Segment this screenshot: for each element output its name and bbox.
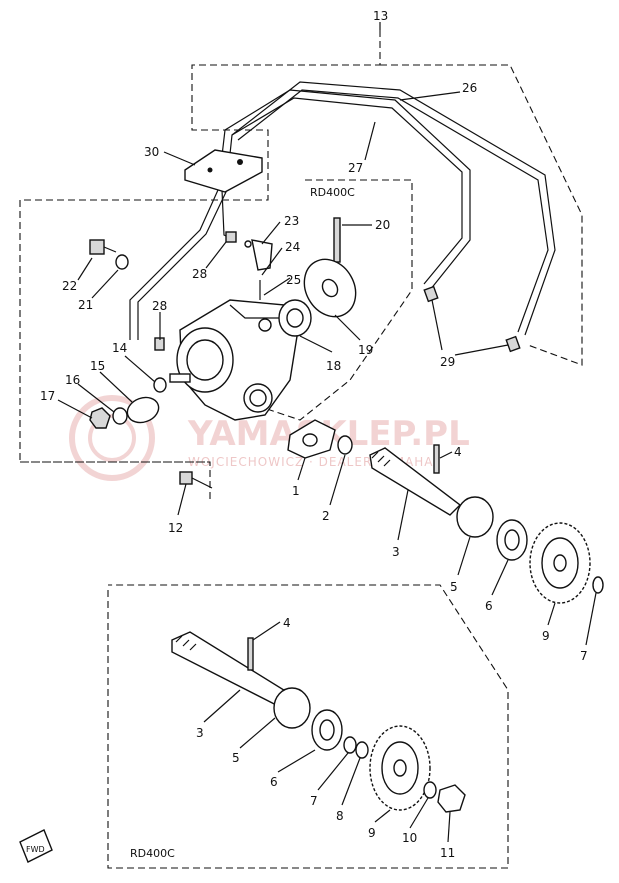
callout-9-lower: 9 [368, 826, 376, 840]
lower-drive-assembly [171, 631, 466, 813]
upper-drive-assembly [369, 444, 604, 604]
pin-4a-icon [433, 444, 440, 474]
callout-28-lower: 28 [152, 299, 167, 313]
clip-7a-icon [592, 576, 604, 594]
callout-30: 30 [144, 145, 159, 159]
pump-shaft [169, 373, 191, 383]
callout-20: 20 [375, 218, 390, 232]
callout-8: 8 [336, 809, 344, 823]
washer-8-icon [355, 741, 369, 759]
callout-21: 21 [78, 298, 93, 312]
oil-tubes [129, 81, 556, 353]
callout-13: 13 [373, 9, 388, 23]
washer-2-icon [337, 435, 353, 455]
callout-7-lower: 7 [310, 794, 318, 808]
collar-5b-icon [273, 687, 311, 729]
callout-29: 29 [440, 355, 455, 369]
callout-4-upper: 4 [454, 445, 462, 459]
fwd-arrow-icon: FWD [19, 829, 53, 863]
callouts: 13 26 27 30 20 23 24 22 21 28 25 28 18 1… [40, 9, 588, 860]
leader-lines [57, 22, 597, 843]
tube-clip-29a-icon [423, 285, 439, 303]
callout-2: 2 [322, 509, 330, 523]
left-parts [89, 377, 167, 429]
bolt-12-icon [179, 471, 193, 485]
callout-23: 23 [284, 214, 299, 228]
clip-7b-icon [343, 736, 357, 754]
collar-5a-icon [456, 496, 494, 538]
callout-10: 10 [402, 831, 417, 845]
callout-6-lower: 6 [270, 775, 278, 789]
callout-14: 14 [112, 341, 127, 355]
plate-15-icon [126, 396, 160, 424]
washer-14-icon [153, 377, 167, 393]
callout-6-upper: 6 [485, 599, 493, 613]
callout-24: 24 [285, 240, 300, 254]
screw-20-icon [333, 217, 341, 263]
callout-9-upper: 9 [542, 629, 550, 643]
callout-27: 27 [348, 161, 363, 175]
callout-5-lower: 5 [232, 751, 240, 765]
callout-15: 15 [90, 359, 105, 373]
callout-26: 26 [462, 81, 477, 95]
washer-16-icon [112, 407, 128, 425]
banjo-bolt-23-icon [251, 239, 273, 271]
callout-25: 25 [286, 273, 301, 287]
nut-11-icon [437, 784, 466, 813]
callout-18: 18 [326, 359, 341, 373]
nut-17-icon [89, 407, 111, 429]
callout-3-upper: 3 [392, 545, 400, 559]
washer-10-icon [423, 781, 437, 799]
callout-7-upper: 7 [580, 649, 588, 663]
shaft-3a-icon [369, 447, 462, 516]
bracket-30 [184, 149, 263, 193]
callout-19: 19 [358, 343, 373, 357]
washer-21-icon [115, 254, 129, 270]
callout-4-lower: 4 [283, 616, 291, 630]
callout-22: 22 [62, 279, 77, 293]
callout-5-upper: 5 [450, 580, 458, 594]
mount-parts [179, 419, 353, 489]
oil-pump-body [169, 299, 299, 421]
callout-12: 12 [168, 521, 183, 535]
pin-4b-icon [247, 637, 254, 671]
model-label-lower: RD400C [130, 847, 175, 860]
callout-3-lower: 3 [196, 726, 204, 740]
fwd-label: FWD [26, 845, 45, 854]
upper-small-parts [89, 217, 357, 337]
callout-17: 17 [40, 389, 55, 403]
clip-28-icon [225, 231, 237, 243]
tube-clip-29b-icon [505, 335, 521, 353]
callout-16: 16 [65, 373, 80, 387]
callout-11: 11 [440, 846, 455, 860]
bolt-22-icon [89, 239, 105, 255]
callout-1: 1 [292, 484, 300, 498]
callout-28-upper: 28 [192, 267, 207, 281]
model-label-upper: RD400C [310, 186, 355, 199]
